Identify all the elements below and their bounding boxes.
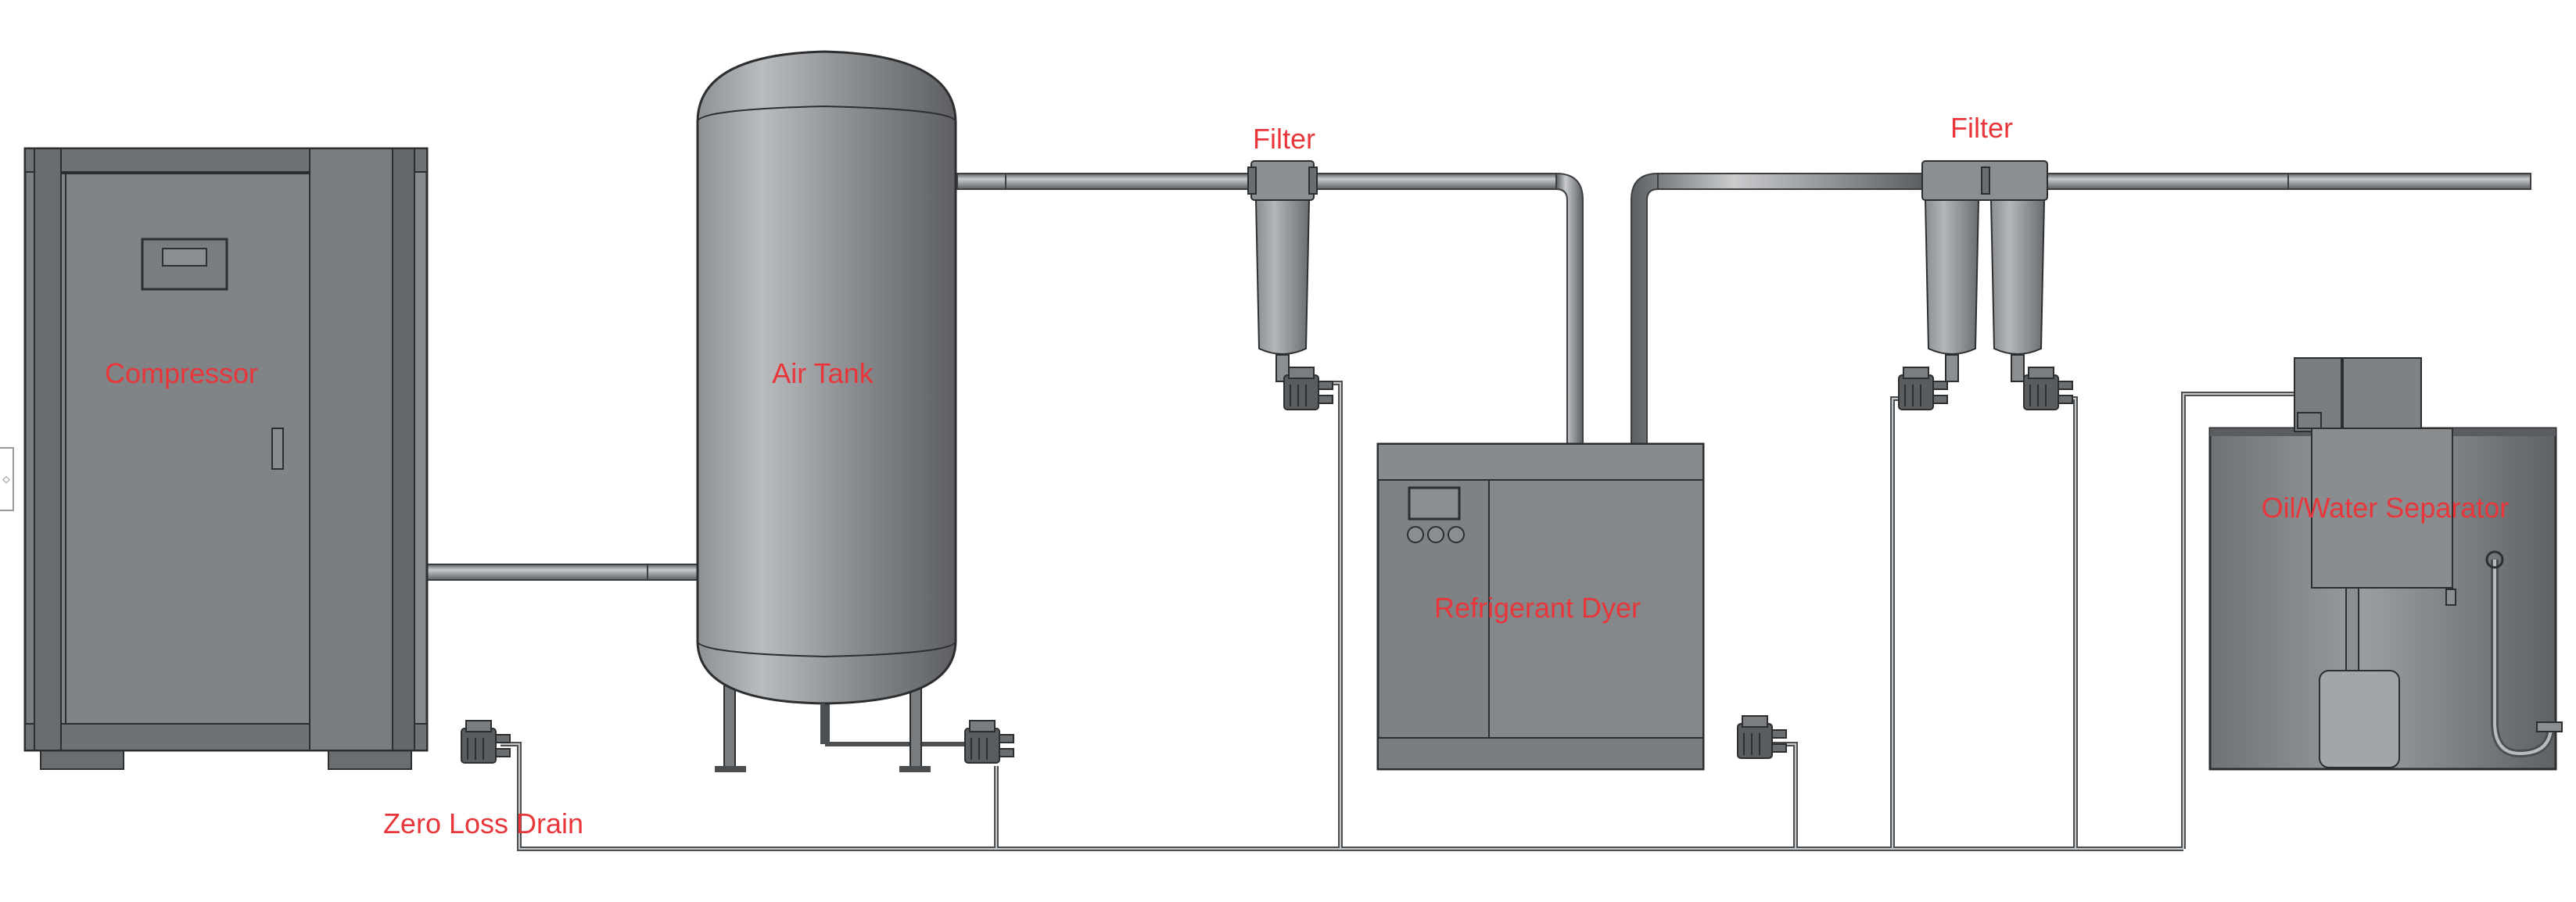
labels: Compressor Air Tank Filter Filter Refrig… [105,112,2509,839]
drain-valve-filter-2b [2023,367,2073,410]
side-panel-handle[interactable]: ◇ [0,447,14,511]
dryer-indicator-3 [1448,526,1465,543]
diamond-icon: ◇ [2,474,10,485]
drain-valve-compressor [461,720,511,764]
label-filter-2: Filter [1950,112,2013,144]
air-tank [696,50,957,772]
drain-valve-tank [964,720,1014,764]
refrigerant-dryer [1376,442,1705,771]
label-air-tank: Air Tank [772,357,874,389]
label-filter-1: Filter [1253,123,1315,155]
drain-valve-dryer [1737,715,1787,759]
drain-valve-filter-2a [1898,367,1948,410]
dryer-indicator-1 [1407,526,1424,543]
compressor [23,147,429,770]
dryer-indicator-2 [1427,526,1444,543]
oil-water-separator [2208,357,2563,771]
label-oil-water-separator: Oil/Water Separator [2262,492,2510,524]
compressor-door-handle [271,428,284,470]
filter-1 [1247,160,1318,382]
dryer-display [1408,486,1461,521]
filter-2 [1921,160,2048,382]
label-refrigerant-dryer: Refrigerant Dyer [1434,592,1641,624]
drain-valve-filter-1 [1283,367,1333,410]
label-zero-loss-drain: Zero Loss Drain [383,807,583,839]
label-compressor: Compressor [105,357,258,389]
